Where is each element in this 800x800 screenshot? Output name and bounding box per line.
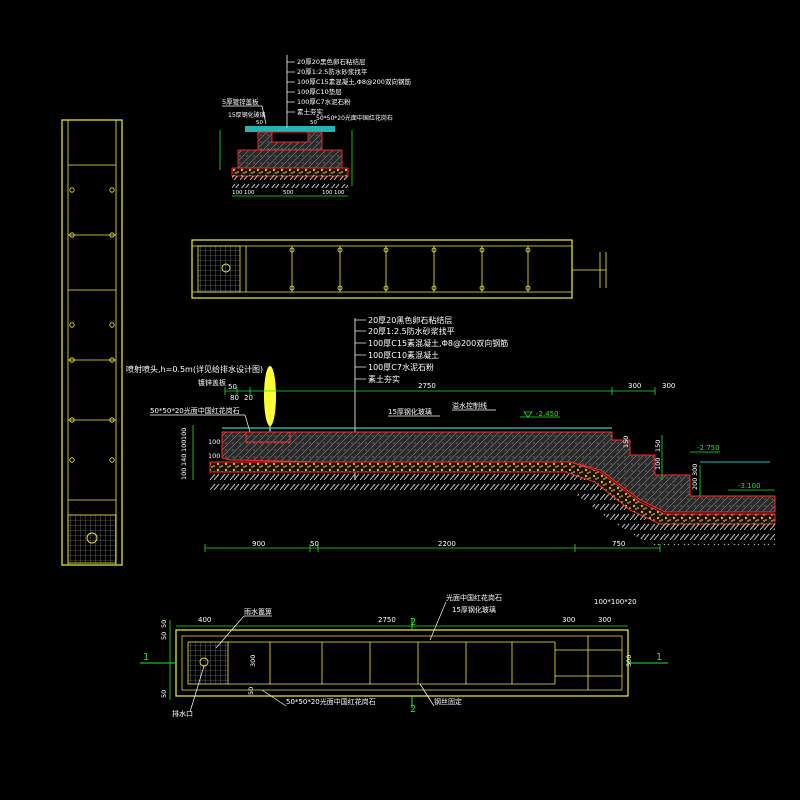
vertical-plan-strip <box>61 119 123 566</box>
plan-label-top-right: 100*100*20 <box>594 598 637 606</box>
plan-dim-50: 50 <box>247 687 255 695</box>
main-top-dim-300a: 300 <box>628 382 641 390</box>
plan-label-granite: 光面中国红花岗石 <box>446 593 502 602</box>
plan-left-dim-1: 50 <box>160 620 168 628</box>
right-dim-3: 100 <box>654 458 662 470</box>
top-dim-t5: 50 <box>310 120 317 126</box>
plan-label-steel: 钢丝固定 <box>434 697 462 706</box>
right-dim-5: 300 <box>691 464 699 476</box>
right-dim-2: 150 <box>654 440 662 452</box>
top-right-label: 50*50*20光面中国红花岗石 <box>316 114 393 122</box>
plan-label-outlet: 排水口 <box>172 709 193 718</box>
plan-label-bottom-edge: 50*50*20光面中国红花岗石 <box>286 697 376 706</box>
left-dim-6: 100 <box>208 438 220 446</box>
plan-dim-300a: 300 <box>562 616 575 624</box>
plan-label-glass: 15厚钢化玻璃 <box>452 605 496 614</box>
plan-dim-2750: 2750 <box>378 616 396 624</box>
right-dim-4: 200 <box>691 478 699 490</box>
bottom-plan: 1 1 2 2 400 2750 300 300 50 50 50 300 30… <box>140 593 668 718</box>
top-dim-t1: 50 <box>256 120 263 126</box>
section-mark-1-right: 1 <box>656 652 662 663</box>
top-section-detail: 20厚20黑色卵石粘结层 20厚1:2.5防水砂浆找平 100厚C15素混凝土,… <box>219 55 411 197</box>
glass-label: 15厚钢化玻璃 <box>388 407 432 416</box>
left-dim-1: 100 <box>180 428 188 440</box>
middle-plan-strip <box>191 239 607 299</box>
main-top-dim-20: 20 <box>244 394 253 402</box>
top-dim-b1: 100 <box>232 190 243 196</box>
top-layer-4: 100厚C10垫层 <box>297 87 342 96</box>
main-top-dim-50: 50 <box>228 383 237 391</box>
main-section: 20厚20黑色卵石粘结层 20厚1:2.5防水砂浆找平 100厚C15素混凝土,… <box>126 315 776 552</box>
plan-dim-300b: 300 <box>598 616 611 624</box>
overflow-label: 溢水控制线 <box>452 401 487 410</box>
top-dim-b2: 100 <box>244 190 255 196</box>
plan-left-dim-3: 50 <box>160 690 168 698</box>
bottom-dim-900: 900 <box>252 540 265 548</box>
top-layer-2: 20厚1:2.5防水砂浆找平 <box>297 67 368 76</box>
section-mark-2-top: 2 <box>410 617 416 628</box>
bottom-dim-50: 50 <box>310 540 319 548</box>
section-mark-2-bottom: 2 <box>410 704 416 715</box>
main-top-dim-80: 80 <box>230 394 239 402</box>
fountain-jet <box>264 366 276 426</box>
plan-label-grate: 雨水篦箅 <box>244 607 272 616</box>
left-dim-4: 100 <box>180 468 188 480</box>
spray-label: 喷射喷头,h=0.5m(详见给排水设计图) <box>126 364 263 374</box>
top-dim-b4: 100 <box>322 190 333 196</box>
plan-inner-dim-2: 300 <box>625 655 633 667</box>
left-dim-5: 100 <box>208 452 220 460</box>
level-2: -2.750 <box>697 444 720 452</box>
bottom-dim-750: 750 <box>612 540 625 548</box>
main-layer-4: 100厚C10素混凝土 <box>368 350 439 360</box>
plan-inner-dim-1: 300 <box>249 655 257 667</box>
bottom-dim-2200: 2200 <box>438 540 456 548</box>
top-dim-b3: 500 <box>283 190 294 196</box>
top-layer-1: 20厚20黑色卵石粘结层 <box>297 57 366 66</box>
top-layer-5: 100厚C7水泥石粉 <box>297 97 351 106</box>
main-layer-2: 20厚1:2.5防水砂浆找平 <box>368 326 455 336</box>
plan-dim-400: 400 <box>198 616 211 624</box>
section-mark-1-left: 1 <box>143 652 149 663</box>
top-dim-b5: 100 <box>334 190 345 196</box>
main-left-label-2: 50*50*20光面中国红花岗石 <box>150 406 240 415</box>
left-dim-2: 100 <box>180 440 188 452</box>
top-left-label-2: 15厚钢化玻璃 <box>228 111 266 119</box>
right-dim-1: 150 <box>622 436 630 448</box>
plan-left-dim-2: 50 <box>160 632 168 640</box>
main-layer-5: 100厚C7水泥石粉 <box>368 362 434 372</box>
top-layer-6: 素土夯实 <box>297 107 324 116</box>
main-left-label-1: 镀锌盖板 <box>198 378 226 387</box>
top-layer-3: 100厚C15素混凝土,Φ8@200双向钢筋 <box>297 77 411 86</box>
main-top-dim-2750: 2750 <box>418 382 436 390</box>
level-1: -2.450 <box>536 410 559 418</box>
level-3: -3.100 <box>738 482 761 490</box>
main-top-dim-300b: 300 <box>662 382 675 390</box>
top-left-label: 5厚镀锌盖板 <box>222 97 259 106</box>
main-layer-1: 20厚20黑色卵石粘结层 <box>368 315 452 325</box>
main-layer-3: 100厚C15素混凝土,Φ8@200双向钢筋 <box>368 338 508 348</box>
left-dim-3: 140 <box>180 454 188 466</box>
main-layer-6: 素土夯实 <box>368 374 400 384</box>
